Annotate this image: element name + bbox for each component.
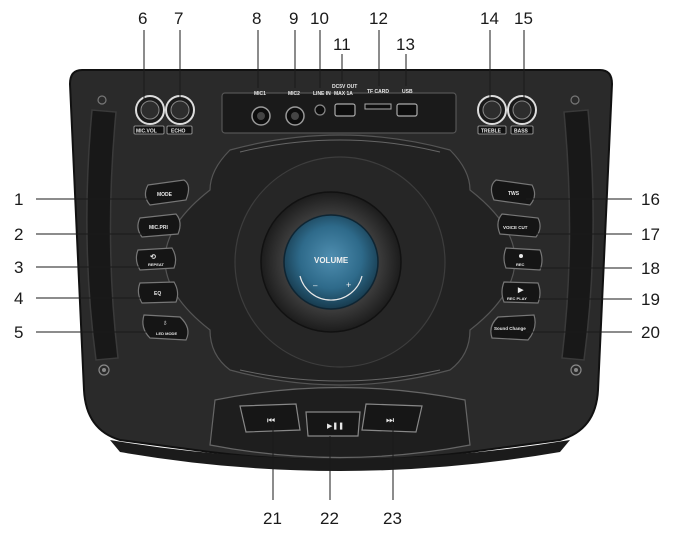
volume-knob[interactable] bbox=[283, 214, 379, 310]
callout-15: 15 bbox=[514, 9, 533, 28]
callout-6: 6 bbox=[138, 9, 148, 28]
callout-21: 21 bbox=[263, 509, 282, 528]
rec-play-button[interactable]: ▶ REC PLAY bbox=[501, 281, 541, 304]
right-side-grip bbox=[561, 109, 594, 361]
label-mic1: MIC1 bbox=[254, 91, 266, 97]
center-bowl-bottom-arc bbox=[239, 369, 441, 382]
sound-change-button-label: Sound Change bbox=[494, 326, 526, 331]
callout-8: 8 bbox=[252, 9, 262, 28]
play-pause-icon: ▶❚❚ bbox=[327, 422, 344, 430]
callout-23: 23 bbox=[383, 509, 402, 528]
leader-lines bbox=[36, 30, 632, 500]
mode-button[interactable]: MODE bbox=[144, 179, 190, 206]
mic-vol-knob[interactable] bbox=[135, 95, 165, 125]
callout-9: 9 bbox=[289, 9, 299, 28]
callout-2: 2 bbox=[14, 225, 24, 244]
callout-5: 5 bbox=[14, 323, 24, 342]
voice-cut-button[interactable]: VOICE CUT bbox=[497, 213, 541, 238]
callout-20: 20 bbox=[641, 323, 660, 342]
callout-22: 22 bbox=[320, 509, 339, 528]
volume-plus-label: + bbox=[346, 280, 351, 290]
rec-button[interactable]: REC bbox=[503, 247, 543, 271]
callout-12: 12 bbox=[369, 9, 388, 28]
led-mode-button[interactable]: ♁ LED MODE bbox=[142, 314, 189, 341]
voice-cut-button-label: VOICE CUT bbox=[503, 225, 528, 230]
label-dc-out: DC5V OUT bbox=[332, 84, 357, 90]
volume-label: VOLUME bbox=[314, 256, 349, 265]
repeat-button[interactable]: ⟲ REPEAT bbox=[135, 247, 177, 271]
eq-button[interactable]: EQ bbox=[137, 281, 179, 304]
volume-minus-label: – bbox=[313, 281, 318, 290]
repeat-button-label: REPEAT bbox=[148, 262, 164, 267]
label-treble: TREBLE bbox=[481, 129, 502, 135]
callout-7: 7 bbox=[174, 9, 184, 28]
dc-out-port-icon bbox=[334, 103, 356, 117]
label-tf-card: TF CARD bbox=[367, 89, 389, 95]
previous-track-button[interactable]: ⏮ bbox=[239, 403, 301, 433]
callout-14: 14 bbox=[480, 9, 499, 28]
next-track-icon: ⏭ bbox=[386, 416, 394, 426]
callout-1: 1 bbox=[14, 190, 24, 209]
eq-button-label: EQ bbox=[154, 291, 161, 297]
mic-priority-button[interactable]: MIC.PRI bbox=[137, 213, 181, 238]
label-line-in: LINE IN bbox=[313, 91, 331, 97]
center-bowl-top-arc bbox=[239, 139, 441, 153]
mic2-jack-icon bbox=[285, 106, 305, 126]
treble-knob[interactable] bbox=[477, 95, 507, 125]
screw-icon bbox=[97, 95, 582, 376]
mic1-jack-icon bbox=[251, 106, 271, 126]
bass-knob[interactable] bbox=[507, 95, 537, 125]
callout-19: 19 bbox=[641, 290, 660, 309]
record-dot-icon bbox=[519, 254, 523, 258]
rec-button-label: REC bbox=[516, 262, 525, 267]
tws-button-label: TWS bbox=[508, 191, 520, 197]
previous-track-icon: ⏮ bbox=[267, 416, 275, 426]
repeat-icon: ⟲ bbox=[150, 254, 156, 261]
label-usb: USB bbox=[402, 89, 413, 95]
rec-play-button-label: REC PLAY bbox=[507, 296, 527, 301]
callout-17: 17 bbox=[641, 225, 660, 244]
label-bass: BASS bbox=[514, 129, 529, 135]
volume-arc-icon bbox=[299, 275, 363, 301]
play-triangle-icon: ▶ bbox=[517, 287, 524, 294]
mode-button-label: MODE bbox=[157, 192, 173, 198]
lightbulb-icon: ♁ bbox=[162, 318, 168, 327]
label-mic2: MIC2 bbox=[288, 91, 300, 97]
mic-priority-button-label: MIC.PRI bbox=[149, 225, 169, 231]
label-echo: ECHO bbox=[171, 129, 186, 135]
tf-card-slot-icon bbox=[364, 103, 392, 110]
callout-18: 18 bbox=[641, 259, 660, 278]
line-in-jack-icon bbox=[314, 104, 326, 116]
tws-button[interactable]: TWS bbox=[490, 179, 536, 206]
label-dc-out-spec: MAX 1A bbox=[334, 91, 353, 97]
callout-13: 13 bbox=[396, 35, 415, 54]
usb-port-icon bbox=[396, 103, 418, 117]
led-mode-button-label: LED MODE bbox=[156, 331, 177, 336]
callout-11: 11 bbox=[333, 35, 351, 54]
callout-4: 4 bbox=[14, 289, 24, 308]
next-track-button[interactable]: ⏭ bbox=[361, 403, 423, 433]
panel-bottom-lip bbox=[110, 440, 570, 471]
callout-10: 10 bbox=[310, 9, 329, 28]
sound-change-button[interactable]: Sound Change bbox=[490, 314, 536, 341]
echo-knob[interactable] bbox=[165, 95, 195, 125]
label-mic-vol: MIC.VOL bbox=[136, 129, 157, 135]
callout-3: 3 bbox=[14, 258, 24, 277]
play-pause-button[interactable]: ▶❚❚ bbox=[305, 411, 361, 437]
callout-16: 16 bbox=[641, 190, 660, 209]
